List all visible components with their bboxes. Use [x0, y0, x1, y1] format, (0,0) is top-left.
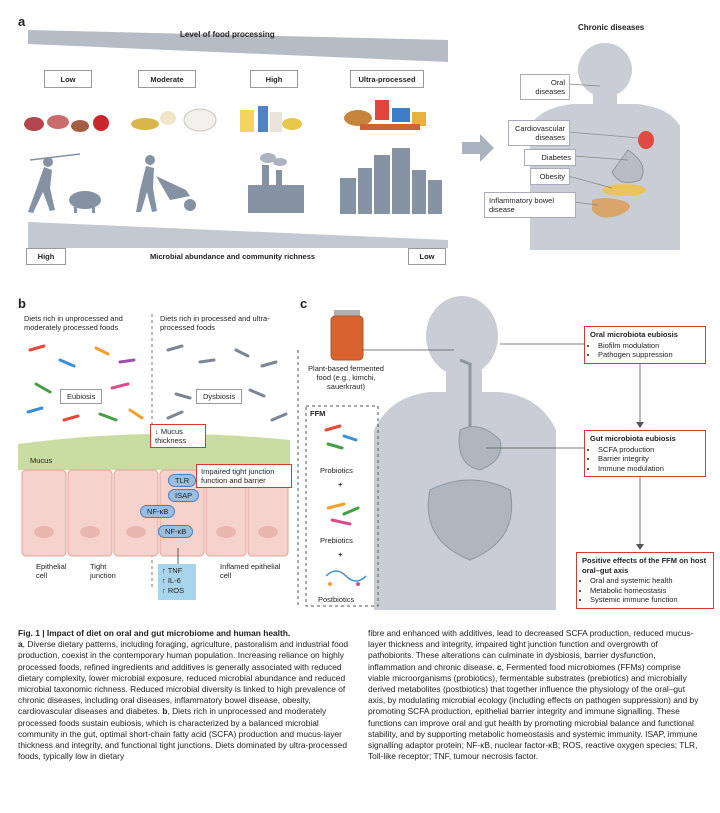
probiotics-label: Probiotics [320, 466, 353, 475]
postbiotics-icon [325, 570, 367, 586]
farmer-silhouette [136, 155, 196, 212]
oral-box-title: Oral microbiota eubiosis [590, 330, 678, 339]
oral-item: Biofilm modulation [598, 341, 700, 351]
caption-c-text: , Fermented food microbiomes (FFMs) comp… [368, 661, 699, 762]
gut-box-title: Gut microbiota eubiosis [590, 434, 676, 443]
food-icons-high [240, 106, 302, 132]
cytokine-tnf: ↑ TNF [162, 566, 183, 575]
dysbiosis-bacteria [166, 344, 288, 422]
positive-item: Oral and systemic health [590, 576, 708, 586]
dysbiosis-label: Dysbiosis [196, 389, 243, 404]
disease-cardiovascular: Cardiovascular diseases [508, 120, 570, 146]
gut-item: Barrier integrity [598, 454, 700, 464]
gut-item: SCFA production [598, 445, 700, 455]
nfkb-badge-2: NF-κB [158, 525, 194, 538]
positive-box-title: Positive effects of the FFM on host oral… [582, 556, 707, 575]
level-ultra-processed: Ultra-processed [350, 70, 424, 88]
inflamed-cell-label: Inflamed epithelial cell [220, 562, 281, 580]
cytokine-il6: ↑ IL-6 [162, 576, 181, 585]
level-low: Low [44, 70, 92, 88]
positive-item: Metabolic homeostasis [590, 586, 708, 596]
mucus-label: Mucus [30, 456, 53, 465]
plus-2: + [338, 550, 343, 559]
caption-a-text: , Diverse dietary patterns, including fo… [18, 639, 349, 717]
panel-a-letter: a [18, 14, 26, 29]
food-icons-moderate [131, 108, 217, 132]
disease-ibd: Inflammatory bowel disease [484, 192, 576, 218]
processing-title: Level of food processing [180, 30, 275, 39]
caption-title: Fig. 1 | Impact of diet on oral and gut … [18, 628, 291, 638]
caption-b-cont: fibre and enhanced with additives, lead … [368, 628, 694, 672]
plus-1: + [338, 480, 343, 489]
nfkb-badge-1: NF-κB [140, 505, 176, 518]
ffm-title: FFM [310, 409, 326, 418]
epithelial-cell-label: Epithelial cell [36, 562, 67, 580]
city-silhouette [340, 148, 442, 214]
hunter-silhouette [28, 153, 101, 213]
kimchi-jar [330, 310, 364, 361]
gut-eubiosis-box: Gut microbiota eubiosis SCFA productionB… [584, 430, 706, 477]
isap-badge: ISAP [168, 489, 200, 502]
cytokine-ros: ↑ ROS [162, 586, 185, 595]
microbial-title: Microbial abundance and community richne… [150, 252, 316, 261]
b-left-title: Diets rich in unprocessed and moderately… [24, 314, 123, 332]
probiotics-icon [324, 424, 358, 450]
caption-a-label: a [18, 639, 23, 650]
oral-eubiosis-box: Oral microbiota eubiosis Biofilm modulat… [584, 326, 706, 364]
postbiotics-label: Postbiotics [318, 595, 355, 604]
panel-c-letter: c [300, 296, 308, 311]
caption-col-1: Fig. 1 | Impact of diet on oral and gut … [18, 628, 350, 762]
prebiotics-label: Prebiotics [320, 536, 353, 545]
level-moderate: Moderate [138, 70, 196, 88]
impaired-junction-box: Impaired tight junction function and bar… [196, 464, 292, 488]
positive-item: Systemic immune function [590, 595, 708, 605]
oral-item: Pathogen suppression [598, 350, 700, 360]
eubiosis-label: Eubiosis [60, 389, 103, 404]
microbial-low: Low [408, 248, 446, 265]
panel-a-graphic [24, 30, 680, 250]
disease-oral: Oral diseases [520, 74, 570, 100]
food-icons-ultra [344, 100, 426, 130]
positive-effects-box: Positive effects of the FFM on host oral… [576, 552, 714, 609]
tight-junction-label: Tight junction [90, 562, 116, 580]
level-high: High [250, 70, 298, 88]
factory-silhouette [248, 153, 304, 213]
food-icons-low [24, 115, 109, 132]
eubiosis-bacteria [26, 344, 144, 422]
disease-obesity: Obesity [530, 168, 570, 185]
caption-c-label: c [496, 661, 502, 672]
caption-b-text: , Diets rich in unprocessed and moderate… [18, 706, 347, 762]
prebiotics-icon [326, 502, 360, 526]
panel-c-graphic [297, 296, 644, 610]
microbial-high: High [26, 248, 66, 265]
caption-col-2: fibre and enhanced with additives, lead … [368, 628, 702, 762]
fermented-food-label: Plant-based fermented food (e.g., kimchi… [308, 364, 384, 391]
panel-b-letter: b [18, 296, 26, 311]
b-right-title: Diets rich in processed and ultra-proces… [160, 314, 270, 332]
mucus-thickness-box: ↓ Mucus thickness [150, 424, 206, 448]
gut-item: Immune modulation [598, 464, 700, 474]
tlr-badge: TLR [168, 474, 197, 487]
disease-diabetes: Diabetes [524, 149, 576, 166]
diseases-title: Chronic diseases [578, 23, 645, 32]
caption-b-label: b [162, 706, 168, 717]
